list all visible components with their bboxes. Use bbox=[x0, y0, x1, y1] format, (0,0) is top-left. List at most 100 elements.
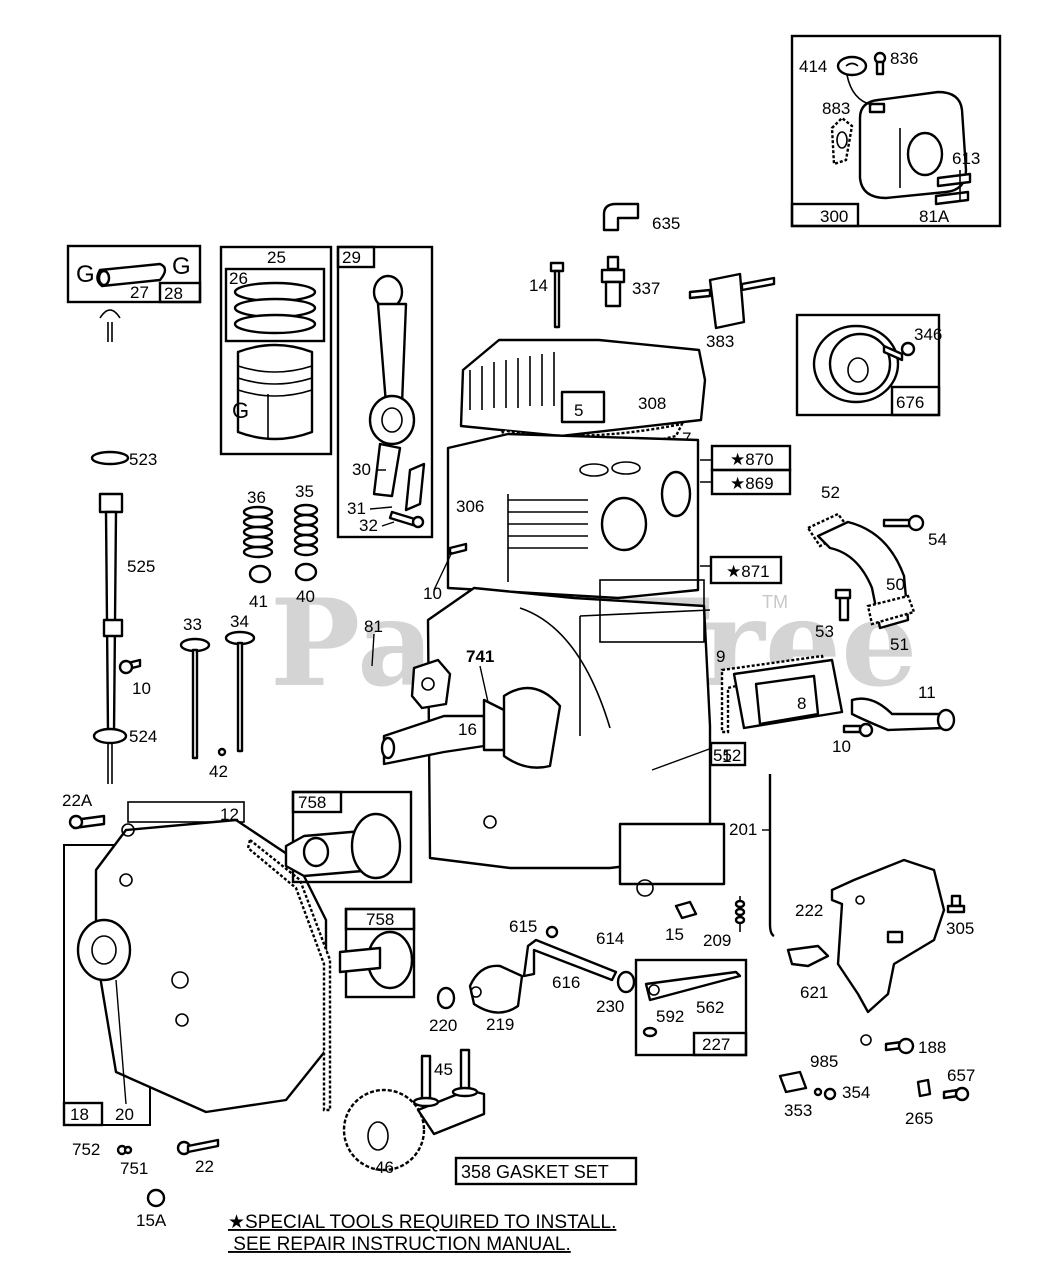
part-label-31: 31 bbox=[347, 499, 366, 518]
part-label-354: 354 bbox=[842, 1083, 870, 1102]
part-label-8: 8 bbox=[797, 694, 806, 713]
piston-assembly[interactable]: 25 26 G bbox=[219, 245, 333, 456]
part-label-40: 40 bbox=[296, 587, 315, 606]
part-label-14: 14 bbox=[529, 276, 548, 295]
part-label-383: 383 bbox=[706, 332, 734, 351]
valve-spring-35 bbox=[293, 503, 319, 557]
part-label-414: 414 bbox=[799, 57, 827, 76]
part-label-22A: 22A bbox=[62, 791, 93, 810]
kit-label-28: 28 bbox=[164, 284, 183, 303]
part-label-11: 11 bbox=[918, 683, 936, 702]
kit-label-676: 676 bbox=[896, 393, 924, 412]
part-label-353: 353 bbox=[784, 1101, 812, 1120]
svg-text:G: G bbox=[76, 261, 95, 288]
part-label-36: 36 bbox=[247, 488, 266, 507]
flywheel-assembly[interactable]: 346 676 bbox=[795, 313, 942, 417]
part-label-41: 41 bbox=[249, 592, 268, 611]
part-label-562: 562 bbox=[696, 998, 724, 1017]
part-label-201: 201 bbox=[729, 820, 757, 839]
part-label-15A: 15A bbox=[136, 1211, 167, 1230]
piston-pin-assembly[interactable]: G G 27 28 bbox=[66, 244, 202, 304]
part-label-188: 188 bbox=[918, 1038, 946, 1057]
part-label-42: 42 bbox=[209, 762, 228, 781]
part-label-613: 613 bbox=[952, 149, 980, 168]
part-label-220: 220 bbox=[429, 1016, 457, 1035]
part-label-33: 33 bbox=[183, 615, 202, 634]
kit-label-227: 227 bbox=[702, 1035, 730, 1054]
part-label-615: 615 bbox=[509, 917, 537, 936]
part-label-657: 657 bbox=[947, 1066, 975, 1085]
part-label-752: 752 bbox=[72, 1140, 100, 1159]
gasket-set-label: 358 GASKET SET bbox=[461, 1162, 609, 1182]
gear-box-758-lower[interactable]: 758 bbox=[338, 907, 416, 999]
special-tools-note-line2: SEE REPAIR INSTRUCTION MANUAL. bbox=[228, 1234, 571, 1255]
muffler-assembly[interactable]: 300 414 836 883 613 81A bbox=[790, 34, 1002, 228]
part-label-869: ★869 bbox=[730, 474, 774, 493]
kit-label-758-lower: 758 bbox=[366, 910, 394, 929]
part-label-592: 592 bbox=[656, 1007, 684, 1026]
part-label-871: ★871 bbox=[726, 562, 770, 581]
valve-spring-36 bbox=[242, 505, 274, 559]
part-label-35: 35 bbox=[295, 482, 314, 501]
part-label-985: 985 bbox=[810, 1052, 838, 1071]
short-block-callout[interactable]: 552 1 bbox=[651, 741, 747, 771]
governor-group[interactable]: 615 614 616 230 219 220 bbox=[429, 917, 636, 1035]
kit-label-300: 300 bbox=[820, 207, 848, 226]
part-label-20: 20 bbox=[115, 1105, 134, 1124]
kit-label-758-upper: 758 bbox=[298, 793, 326, 812]
gasket-set-callout[interactable]: 358 GASKET SET bbox=[454, 1156, 638, 1186]
part-label-305: 305 bbox=[946, 919, 974, 938]
part-label-30: 30 bbox=[352, 460, 371, 479]
part-label-50: 50 bbox=[886, 575, 905, 594]
crankcase-cover-group[interactable]: 18 22A 12 20 752 751 22 15A bbox=[62, 791, 332, 1230]
part-label-219: 219 bbox=[486, 1015, 514, 1034]
part-label-45: 45 bbox=[434, 1060, 453, 1079]
part-label-523: 523 bbox=[129, 450, 157, 469]
spark-plug-group[interactable]: 635 14 337 383 bbox=[529, 202, 776, 351]
breather-group[interactable]: 8 9 11 10 bbox=[716, 647, 956, 756]
governor-lever-box[interactable]: 227 562 592 bbox=[634, 958, 748, 1057]
camshaft-group[interactable]: 45 46 bbox=[342, 1048, 486, 1177]
svg-text:G: G bbox=[232, 398, 249, 423]
part-label-346: 346 bbox=[914, 325, 942, 344]
part-label-741: 741 bbox=[466, 647, 494, 666]
part-label-870: ★870 bbox=[730, 450, 774, 469]
kit-label-18: 18 bbox=[70, 1105, 89, 1124]
part-label-81A: 81A bbox=[919, 207, 950, 226]
part-label-51: 51 bbox=[890, 635, 909, 654]
control-bracket-group[interactable]: 222 305 621 188 985 354 353 265 657 bbox=[778, 858, 975, 1128]
part-label-22: 22 bbox=[195, 1157, 214, 1176]
gear-box-758-upper[interactable]: 758 bbox=[284, 790, 413, 884]
part-label-616: 616 bbox=[552, 973, 580, 992]
cylinder-head-group[interactable]: 5 308 7 bbox=[459, 338, 707, 450]
part-label-524: 524 bbox=[129, 727, 157, 746]
kit-label-29: 29 bbox=[342, 248, 361, 267]
part-label-12: 12 bbox=[220, 805, 239, 824]
dipstick-tube-group[interactable]: 523 525 524 10 bbox=[90, 309, 157, 784]
part-label-34: 34 bbox=[230, 612, 249, 631]
valve-group[interactable]: 36 35 41 40 33 34 42 bbox=[179, 482, 319, 781]
special-tools-callouts[interactable]: ★870 ★869 ★871 bbox=[700, 444, 792, 585]
part-label-635: 635 bbox=[652, 214, 680, 233]
intake-elbow-group[interactable]: 52 54 50 53 51 bbox=[806, 483, 947, 654]
part-label-308: 308 bbox=[638, 394, 666, 413]
part-label-883: 883 bbox=[822, 99, 850, 118]
part-label-230: 230 bbox=[596, 997, 624, 1016]
part-label-54: 54 bbox=[928, 530, 947, 549]
part-label-27: 27 bbox=[130, 283, 149, 302]
part-label-52: 52 bbox=[821, 483, 840, 502]
connecting-rod-assembly[interactable]: 29 30 31 32 bbox=[336, 245, 434, 539]
kit-label-1: 1 bbox=[722, 747, 731, 766]
watermark-trademark: TM bbox=[762, 592, 788, 612]
part-label-16: 16 bbox=[458, 720, 477, 739]
part-label-614: 614 bbox=[596, 929, 624, 948]
part-label-209: 209 bbox=[703, 931, 731, 950]
part-label-10-dipstick: 10 bbox=[132, 679, 151, 698]
governor-spring-link-group[interactable]: 15 209 201 bbox=[665, 774, 775, 950]
cylinder-block[interactable]: 16 741 306 10 81 bbox=[364, 432, 726, 897]
part-label-46: 46 bbox=[375, 1158, 394, 1177]
part-label-5: 5 bbox=[574, 401, 583, 420]
kit-label-26: 26 bbox=[229, 269, 248, 288]
kit-label-25: 25 bbox=[267, 248, 286, 267]
